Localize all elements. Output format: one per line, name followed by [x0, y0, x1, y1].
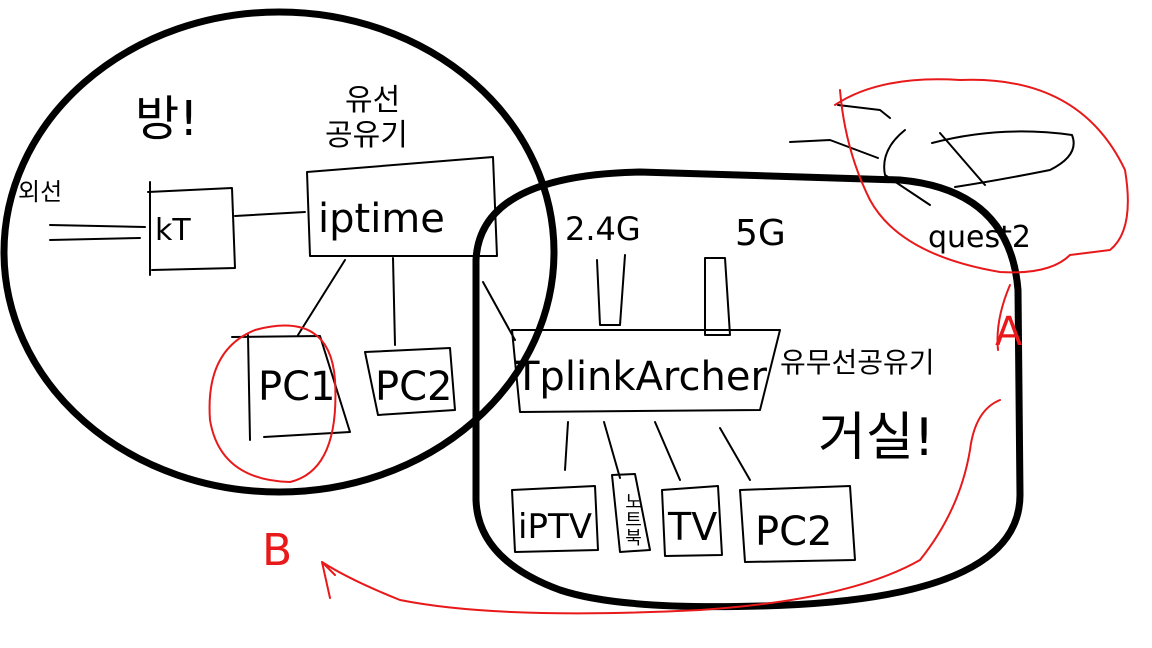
wired-router: iptime — [306, 156, 498, 257]
room-circle — [0, 8, 558, 496]
wired-router-caption-2: 공유기 — [325, 118, 408, 153]
iptv: iPTV — [511, 485, 599, 553]
room-pc1-label: PC1 — [258, 364, 336, 410]
antenna-24 — [596, 254, 626, 326]
headset-drawing — [789, 104, 1075, 206]
antenna-24-label: 2.4G — [565, 210, 641, 248]
laptop: 노트북 — [611, 473, 651, 553]
headset-label: quest2 — [928, 220, 1031, 255]
living-pc2-label: PC2 — [755, 509, 833, 555]
external-line-label: 외선 — [18, 178, 62, 206]
iptv-label: iPTV — [518, 507, 592, 547]
living-room-title: 거실! — [818, 408, 935, 468]
room-title: 방! — [135, 91, 198, 147]
antenna-5 — [704, 257, 731, 336]
tv: TV — [661, 485, 723, 557]
marker-a: A — [995, 309, 1023, 355]
tv-label: TV — [667, 505, 717, 549]
external-line — [49, 224, 146, 241]
living-room-boundary — [472, 168, 1024, 611]
antenna-5-label: 5G — [735, 213, 786, 254]
link-kt-iptime — [234, 211, 306, 217]
room-pc1: PC1 — [231, 334, 351, 441]
laptop-label: 노트북 — [622, 492, 643, 546]
wireless-router: TplinkArcher — [511, 329, 781, 413]
wired-router-label: iptime — [318, 196, 445, 242]
links-tplink — [564, 421, 751, 481]
wireless-router-label: TplinkArcher — [514, 354, 767, 400]
room-pc2-label: PC2 — [375, 364, 453, 410]
isp-modem: kT — [147, 181, 236, 276]
pc1-highlight — [208, 324, 337, 483]
wireless-router-caption: 유무선공유기 — [780, 346, 935, 379]
wired-router-caption-1: 유선 — [345, 83, 400, 118]
isp-label: kT — [155, 213, 191, 248]
headset-highlight — [834, 78, 1129, 274]
living-pc2: PC2 — [739, 485, 856, 563]
links-iptime — [297, 257, 516, 346]
connection-arrow — [321, 284, 1011, 615]
marker-b: B — [262, 525, 292, 576]
room-pc2: PC2 — [364, 347, 456, 416]
